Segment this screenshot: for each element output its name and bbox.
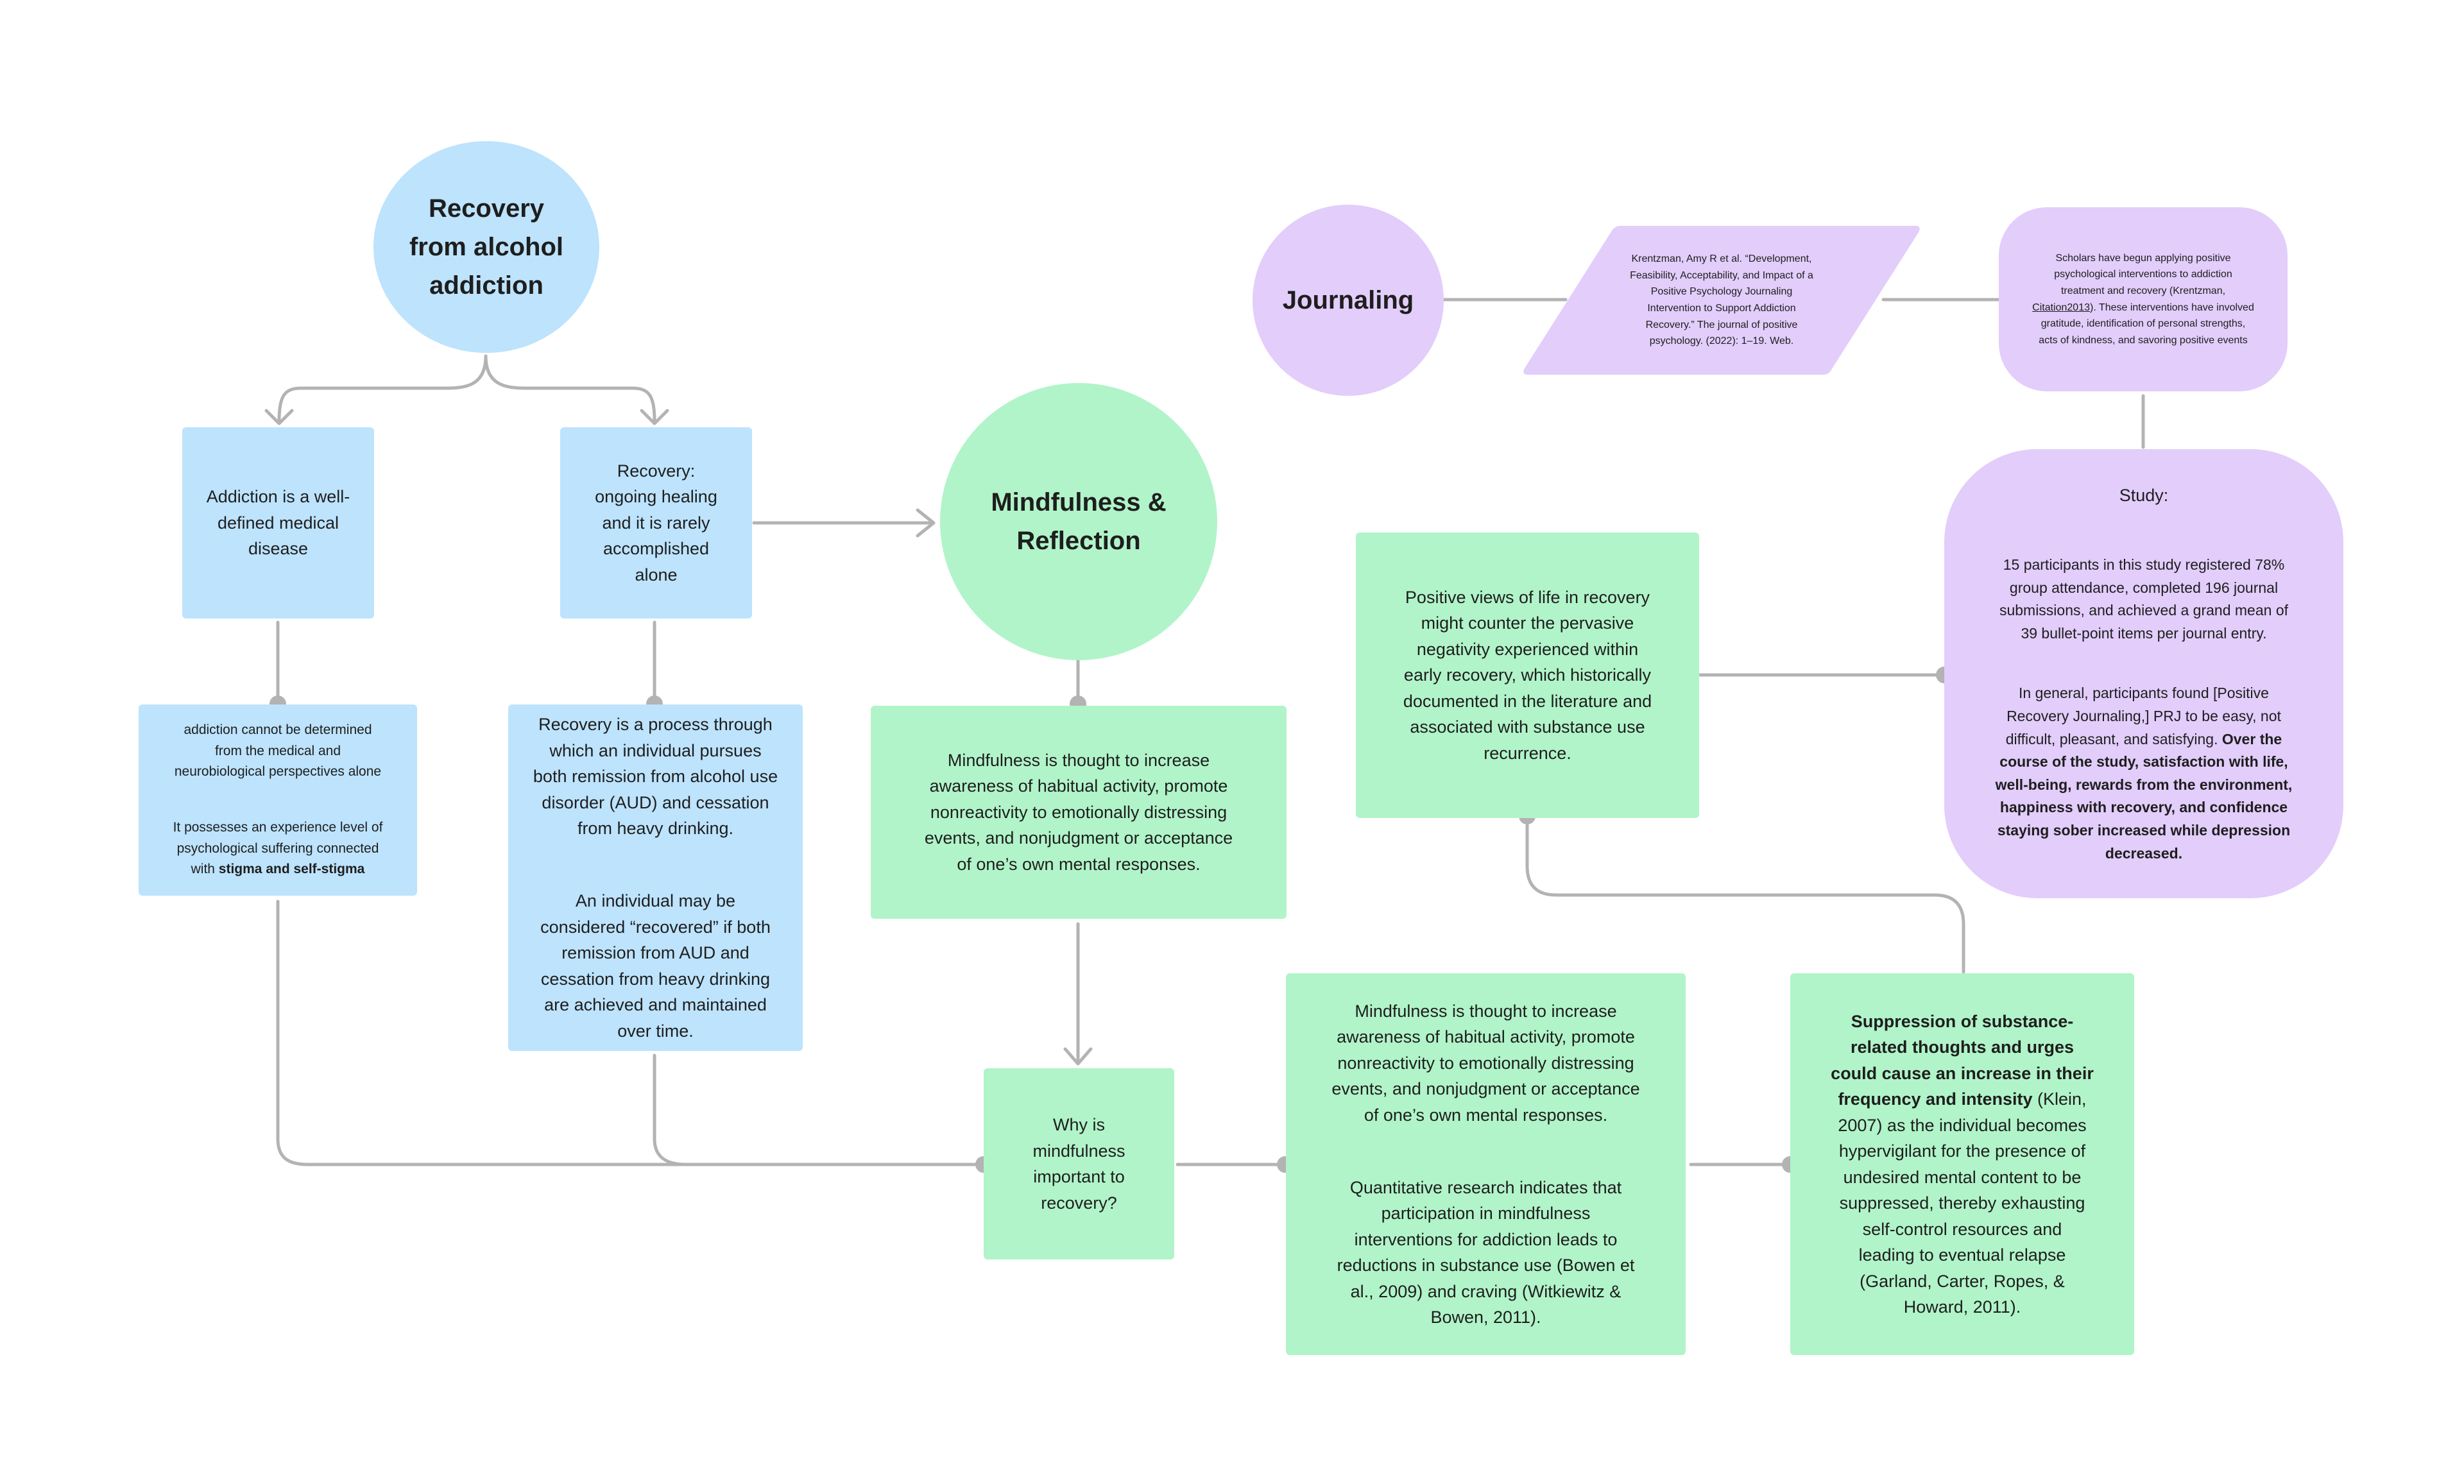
mindfulness-definition-text: Mindfulness is thought to increase aware… <box>924 750 1233 874</box>
suppression-text: Suppression of substance- related though… <box>1831 1009 2094 1320</box>
recovery-title: Recovery from alcohol addiction <box>409 194 564 300</box>
arrowhead-addiction <box>264 409 294 425</box>
stigma-emphasis: stigma and self-stigma <box>218 862 365 877</box>
connector-details-to-why <box>276 900 984 1166</box>
positive-views-node[interactable]: Positive views of life in recovery might… <box>1356 533 1699 818</box>
arrowhead-why <box>1063 1047 1093 1066</box>
why-mindfulness-text: Why is mindfulness important to recovery… <box>1032 1115 1125 1213</box>
recovery-process-p1: Recovery is a process through which an i… <box>533 715 778 838</box>
connector-recovery-to-addiction <box>277 354 488 422</box>
suppression-node[interactable]: Suppression of substance- related though… <box>1790 973 2134 1355</box>
study-p2: In general, participants found [Positive… <box>1996 682 2293 865</box>
citation-text: Krentzman, Amy R et al. “Development, Fe… <box>1630 253 1813 347</box>
connector-process-to-why <box>653 1053 689 1166</box>
journaling-node[interactable]: Journaling <box>1253 205 1444 396</box>
arrowhead-healing <box>640 409 669 425</box>
study-emphasis: Over the course of the study, satisfacti… <box>1995 730 2293 862</box>
connector-suppression-to-positive <box>1525 814 1965 974</box>
recovery-process-p2: An individual may be considered “recover… <box>540 891 771 1041</box>
mindfulness-research-p2: Quantitative research indicates that par… <box>1337 1177 1635 1327</box>
mindfulness-research-text: Mindfulness is thought to increase aware… <box>1331 972 1639 1356</box>
study-node[interactable]: Study: 15 participants in this study reg… <box>1944 449 2343 898</box>
recovery-process-node[interactable]: Recovery is a process through which an i… <box>508 704 803 1051</box>
journaling-title: Journaling <box>1282 286 1414 314</box>
addiction-disease-node[interactable]: Addiction is a well- defined medical dis… <box>182 427 374 618</box>
arrowhead-mindfulness <box>916 508 936 538</box>
suppression-rest: (Klein, 2007) as the individual becomes … <box>1838 1089 2087 1317</box>
scholars-p2: ). These interventions have involved gra… <box>2039 302 2254 346</box>
study-p1: 15 participants in this study registered… <box>1999 556 2289 642</box>
scholars-p1: Scholars have begun applying positive ps… <box>2054 252 2232 296</box>
study-text: Study: 15 participants in this study reg… <box>1996 459 2293 888</box>
addiction-details-p2-start: It possesses an experience level of psyc… <box>173 820 383 877</box>
mindfulness-title: Mindfulness & Reflection <box>991 488 1167 555</box>
recovery-title-node[interactable]: Recovery from alcohol addiction <box>373 141 599 353</box>
suppression-emphasis: Suppression of substance- related though… <box>1831 1011 2094 1109</box>
mindfulness-definition-node[interactable]: Mindfulness is thought to increase aware… <box>871 706 1287 919</box>
scholars-text: Scholars have begun applying positive ps… <box>2032 250 2254 349</box>
study-heading: Study: <box>2119 485 2169 505</box>
recovery-healing-node[interactable]: Recovery: ongoing healing and it is rare… <box>560 427 752 618</box>
recovery-healing-text: Recovery: ongoing healing and it is rare… <box>595 461 717 584</box>
connector-recovery-to-healing <box>484 354 656 422</box>
citation-link[interactable]: Citation2013 <box>2032 302 2090 313</box>
mindfulness-research-node[interactable]: Mindfulness is thought to increase aware… <box>1286 973 1686 1355</box>
citation-node[interactable]: Krentzman, Amy R et al. “Development, Fe… <box>1523 226 1921 375</box>
addiction-details-p1: addiction cannot be determined from the … <box>174 722 382 780</box>
positive-views-text: Positive views of life in recovery might… <box>1403 587 1652 763</box>
addiction-details-node[interactable]: addiction cannot be determined from the … <box>139 704 417 896</box>
parallelogram-shape <box>1523 226 1920 375</box>
why-mindfulness-node[interactable]: Why is mindfulness important to recovery… <box>984 1068 1174 1259</box>
addiction-disease-text: Addiction is a well- defined medical dis… <box>206 487 350 559</box>
addiction-details-p2: It possesses an experience level of psyc… <box>173 817 383 880</box>
study-p2-start: In general, participants found [Positive… <box>2005 685 2281 747</box>
mindfulness-research-p1: Mindfulness is thought to increase aware… <box>1331 1001 1640 1125</box>
scholars-node[interactable]: Scholars have begun applying positive ps… <box>1999 207 2288 391</box>
recovery-process-text: Recovery is a process through which an i… <box>533 686 778 1070</box>
mindfulness-title-node[interactable]: Mindfulness & Reflection <box>940 383 1217 660</box>
addiction-details-text: addiction cannot be determined from the … <box>173 699 383 901</box>
